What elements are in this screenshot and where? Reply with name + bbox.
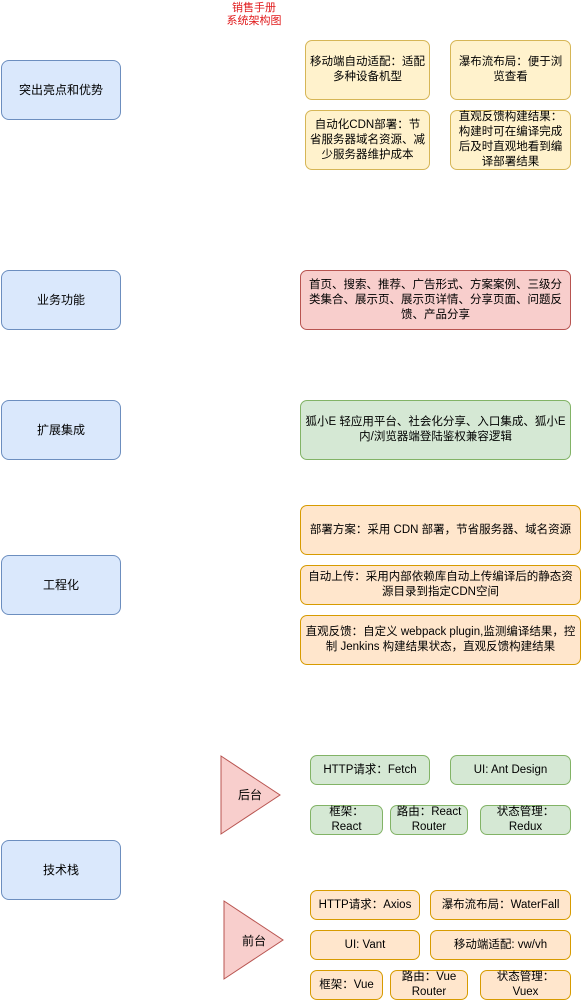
title-line-2: 系统架构图	[226, 15, 282, 27]
highlight-build-feedback: 直观反馈构建结果：构建时可在编译完成后及时直观地看到编译部署结果	[450, 110, 571, 170]
frontend-triangle-shape	[223, 900, 284, 980]
frontend-mobile: 移动端适配: vw/vh	[430, 930, 571, 960]
category-business: 业务功能	[1, 270, 121, 330]
backend-router: 路由：React Router	[390, 805, 468, 835]
backend-framework: 框架：React	[310, 805, 383, 835]
backend-ui: UI: Ant Design	[450, 755, 571, 785]
frontend-router: 路由：Vue Router	[390, 970, 468, 1000]
engineering-deploy: 部署方案：采用 CDN 部署，节省服务器、域名资源	[300, 505, 581, 555]
category-highlights: 突出亮点和优势	[1, 60, 121, 120]
backend-triangle: 后台	[220, 755, 282, 835]
frontend-triangle: 前台	[223, 900, 285, 980]
backend-state: 状态管理：Redux	[480, 805, 571, 835]
diagram-title: 销售手册 系统架构图	[200, 2, 308, 28]
extension-integrations: 狐小E 轻应用平台、社会化分享、入口集成、狐小E内/浏览器端登陆鉴权兼容逻辑	[300, 400, 571, 460]
engineering-feedback: 直观反馈：自定义 webpack plugin,监测编译结果，控制 Jenkin…	[300, 615, 581, 665]
category-engineering: 工程化	[1, 555, 121, 615]
category-tech-stack: 技术栈	[1, 840, 121, 900]
highlight-cdn-deploy: 自动化CDN部署：节省服务器域名资源、减少服务器维护成本	[305, 110, 430, 170]
highlight-waterfall: 瀑布流布局：便于浏览查看	[450, 40, 571, 100]
category-extension: 扩展集成	[1, 400, 121, 460]
backend-http: HTTP请求：Fetch	[310, 755, 430, 785]
highlight-mobile-adapt: 移动端自动适配：适配多种设备机型	[305, 40, 430, 100]
business-features: 首页、搜索、推荐、广告形式、方案案例、三级分类集合、展示页、展示页详情、分享页面…	[300, 270, 571, 330]
frontend-waterfall: 瀑布流布局：WaterFall	[430, 890, 571, 920]
frontend-http: HTTP请求：Axios	[310, 890, 420, 920]
frontend-state: 状态管理：Vuex	[480, 970, 571, 1000]
frontend-framework: 框架：Vue	[310, 970, 383, 1000]
engineering-upload: 自动上传：采用内部依赖库自动上传编译后的静态资源目录到指定CDN空间	[300, 565, 581, 605]
backend-triangle-shape	[220, 755, 281, 835]
frontend-ui: UI: Vant	[310, 930, 420, 960]
title-line-1: 销售手册	[232, 2, 276, 14]
